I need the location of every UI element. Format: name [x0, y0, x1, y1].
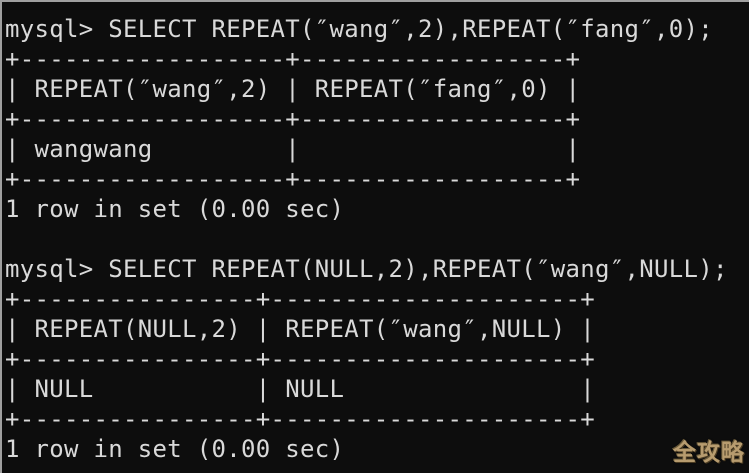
table-1-top-border: +------------------+------------------+	[5, 45, 581, 73]
table-1-bottom-border: +------------------+------------------+	[5, 165, 581, 193]
status-line-2: 1 row in set (0.00 sec)	[5, 435, 345, 463]
blank-line	[5, 224, 749, 254]
table-2-data-row: | NULL | NULL |	[5, 375, 595, 403]
table-1-header-separator: +------------------+------------------+	[5, 105, 581, 133]
query-line-2: mysql> SELECT REPEAT(NULL,2),REPEAT(″wan…	[5, 255, 728, 283]
terminal-output: mysql> SELECT REPEAT(″wang″,2),REPEAT(″f…	[5, 14, 749, 464]
watermark: 全攻略	[673, 440, 745, 466]
table-2-top-border: +----------------+---------------------+	[5, 285, 595, 313]
table-1-header-row: | REPEAT(″wang″,2) | REPEAT(″fang″,0) |	[5, 75, 581, 103]
table-2-bottom-border: +----------------+---------------------+	[5, 405, 595, 433]
table-1-data-row: | wangwang | |	[5, 135, 581, 163]
table-2-header-row: | REPEAT(NULL,2) | REPEAT(″wang″,NULL) |	[5, 315, 595, 343]
table-2-header-separator: +----------------+---------------------+	[5, 345, 595, 373]
status-line-1: 1 row in set (0.00 sec)	[5, 195, 345, 223]
query-line-1: mysql> SELECT REPEAT(″wang″,2),REPEAT(″f…	[5, 15, 713, 43]
